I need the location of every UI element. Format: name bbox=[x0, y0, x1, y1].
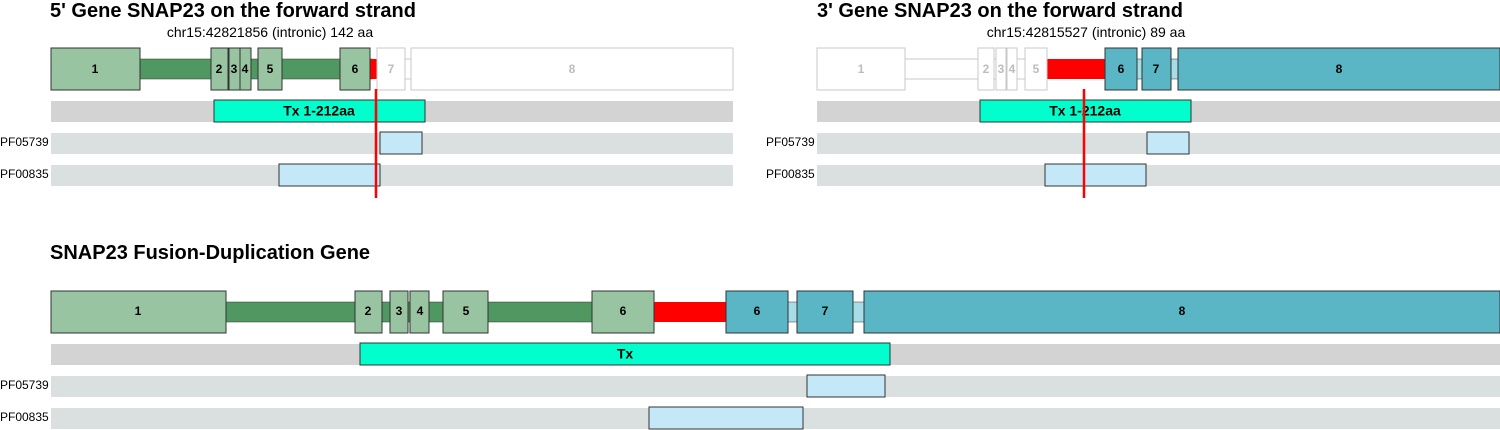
exon-4-faded bbox=[1006, 47, 1018, 91]
exon-3 bbox=[389, 290, 409, 334]
exon-6 bbox=[1104, 47, 1138, 91]
exon-label: 5 bbox=[267, 62, 274, 76]
exon-8 bbox=[863, 290, 1500, 334]
exon-label: 6 bbox=[1118, 62, 1125, 76]
exon-7-faded bbox=[376, 47, 406, 91]
panel-3prime-subtitle: chr15:42815527 (intronic) 89 aa bbox=[987, 24, 1186, 40]
domain-track bbox=[51, 376, 1500, 397]
exon-label: 1 bbox=[92, 62, 99, 76]
breakpoint-segment bbox=[1047, 59, 1105, 79]
domain-track bbox=[817, 165, 1500, 186]
domain-bar-pf05739 bbox=[806, 374, 886, 398]
exon-3-faded bbox=[995, 47, 1007, 91]
exon-label: 2 bbox=[365, 304, 372, 318]
domain-bar-pf00835 bbox=[278, 163, 381, 187]
domain-bar-pf05739 bbox=[379, 131, 423, 155]
gene-structure-3prime: 1 2 3 4 5 6 7 8 bbox=[816, 47, 1500, 91]
exon-4 bbox=[409, 290, 430, 334]
exon-8-faded bbox=[410, 47, 734, 91]
fusion-title: SNAP23 Fusion-Duplication Gene bbox=[50, 242, 370, 264]
exon-8 bbox=[1177, 47, 1500, 91]
exon-label: 2 bbox=[983, 62, 990, 76]
exon-2-faded bbox=[977, 47, 995, 91]
exon-6-5prime bbox=[591, 290, 655, 334]
domain-track-label: PF05739 bbox=[766, 135, 815, 149]
breakpoint-segment bbox=[654, 302, 726, 322]
gene-structure-fusion: 1 2 3 4 5 6 6 7 8 bbox=[50, 290, 1500, 334]
transcript-label: Tx bbox=[617, 346, 634, 362]
domain-bar-pf00835 bbox=[1044, 163, 1147, 187]
intron-track bbox=[139, 58, 373, 80]
exon-label: 1 bbox=[135, 304, 142, 318]
exon-6-3prime bbox=[725, 290, 789, 334]
exon-label: 4 bbox=[417, 304, 424, 318]
exon-5 bbox=[257, 47, 283, 91]
domain-track-label: PF00835 bbox=[766, 167, 815, 181]
domain-track-label: PF00835 bbox=[0, 410, 49, 424]
exon-7 bbox=[796, 290, 854, 334]
panel-5prime-title: 5' Gene SNAP23 on the forward strand bbox=[50, 0, 416, 22]
exon-label: 7 bbox=[388, 62, 395, 76]
exon-label: 8 bbox=[569, 62, 576, 76]
exon-label: 2 bbox=[216, 62, 223, 76]
exon-label: 8 bbox=[1336, 62, 1343, 76]
exon-label: 6 bbox=[352, 62, 359, 76]
exon-1-faded bbox=[816, 47, 906, 91]
transcript-bar bbox=[359, 342, 891, 366]
exon-1 bbox=[50, 47, 141, 91]
domain-bar-pf05739 bbox=[1146, 131, 1190, 155]
panel-5prime: 5' Gene SNAP23 on the forward strand chr… bbox=[0, 0, 734, 198]
exon-2 bbox=[210, 47, 229, 91]
exon-4 bbox=[239, 47, 252, 91]
exon-label: 4 bbox=[1009, 62, 1016, 76]
transcript-bar bbox=[213, 99, 426, 123]
domain-track-label: PF00835 bbox=[0, 167, 49, 181]
exon-label: 7 bbox=[1153, 62, 1160, 76]
exon-label: 3 bbox=[231, 62, 238, 76]
exon-label: 4 bbox=[242, 62, 249, 76]
exon-label: 5 bbox=[463, 304, 470, 318]
panel-5prime-subtitle: chr15:42821856 (intronic) 142 aa bbox=[167, 24, 373, 40]
domain-bar-pf00835 bbox=[648, 406, 804, 430]
domain-track-label: PF05739 bbox=[0, 135, 49, 149]
exon-6 bbox=[339, 47, 371, 91]
exon-5 bbox=[442, 290, 489, 334]
panel-3prime: 3' Gene SNAP23 on the forward strand chr… bbox=[766, 0, 1500, 198]
domain-track-label: PF05739 bbox=[0, 378, 49, 392]
panel-fusion: SNAP23 Fusion-Duplication Gene 1 2 3 4 5… bbox=[0, 242, 1500, 430]
transcript-label: Tx 1-212aa bbox=[283, 103, 355, 119]
exon-label: 6 bbox=[754, 304, 761, 318]
intron-track-5prime bbox=[225, 301, 655, 323]
exon-5-faded bbox=[1024, 47, 1048, 91]
exon-label: 1 bbox=[858, 62, 865, 76]
panel-3prime-title: 3' Gene SNAP23 on the forward strand bbox=[817, 0, 1183, 22]
exon-label: 6 bbox=[620, 304, 627, 318]
exon-label: 8 bbox=[1179, 304, 1186, 318]
exon-2 bbox=[354, 290, 383, 334]
exon-label: 7 bbox=[822, 304, 829, 318]
exon-label: 3 bbox=[998, 62, 1005, 76]
exon-label: 3 bbox=[396, 304, 403, 318]
exon-1 bbox=[50, 290, 227, 334]
exon-label: 5 bbox=[1033, 62, 1040, 76]
domain-track bbox=[51, 165, 733, 186]
transcript-bar bbox=[979, 99, 1192, 123]
breakpoint-segment bbox=[370, 59, 377, 79]
exon-7 bbox=[1141, 47, 1172, 91]
gene-structure-5prime: 1 2 3 4 5 6 7 8 bbox=[50, 47, 734, 91]
